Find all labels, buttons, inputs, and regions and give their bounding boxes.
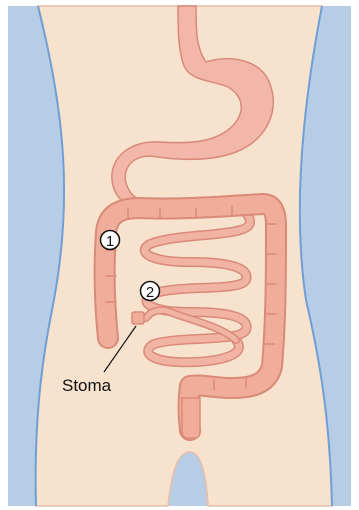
marker-1-text: 1 — [106, 233, 114, 250]
marker-1: 1 — [101, 231, 120, 251]
stoma-opening — [132, 312, 144, 324]
rectum — [182, 398, 200, 438]
marker-2-text: 2 — [146, 284, 154, 301]
marker-2: 2 — [141, 282, 160, 302]
stoma-label: Stoma — [62, 376, 112, 395]
